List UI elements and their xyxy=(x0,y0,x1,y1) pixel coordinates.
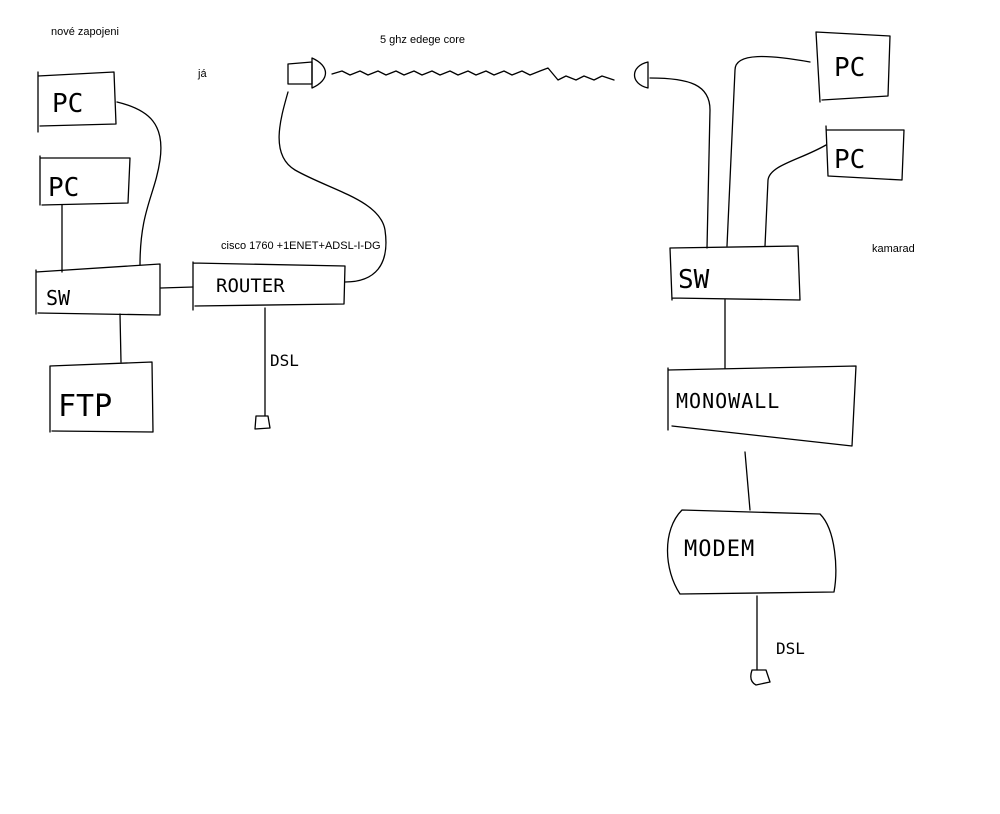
ftp-server: FTP xyxy=(49,361,154,433)
right-pc-1-label: PC xyxy=(834,53,865,83)
right-pc-2-label: PC xyxy=(834,145,865,175)
wireless-link-line xyxy=(331,67,615,81)
right-pc-2: PC xyxy=(825,125,905,181)
left-pc-1: PC xyxy=(37,71,117,133)
link-monowall-modem xyxy=(744,451,751,511)
left-dsl-label: DSL xyxy=(270,351,299,370)
right-switch: SW xyxy=(669,245,801,301)
ftp-server-label: FTP xyxy=(58,389,112,424)
left-antenna xyxy=(287,57,327,89)
link-antenna-right-switch xyxy=(649,77,711,249)
link-pc1-right-switch xyxy=(726,55,811,247)
router: ROUTER xyxy=(192,261,346,311)
link-router-antenna xyxy=(278,91,387,283)
modem: MODEM xyxy=(666,509,837,595)
right-dsl-connector xyxy=(750,669,771,686)
diagram-title: nové zapojeni xyxy=(51,26,119,38)
right-dsl-label: DSL xyxy=(776,639,805,658)
left-pc-1-label: PC xyxy=(52,89,83,119)
label-wireless-link: 5 ghz edege core xyxy=(380,34,466,46)
link-pc2-right-switch xyxy=(764,144,827,247)
link-switch-router xyxy=(160,286,194,289)
left-switch: SW xyxy=(35,263,161,316)
left-pc-2-label: PC xyxy=(48,173,79,203)
right-pc-1: PC xyxy=(815,31,891,103)
right-switch-label: SW xyxy=(678,265,710,295)
left-dsl-connector xyxy=(254,415,271,430)
label-router-model: cisco 1760 +1ENET+ADSL-I-DG xyxy=(221,240,381,252)
monowall-label: MONOWALL xyxy=(676,389,780,413)
left-switch-label: SW xyxy=(46,286,71,310)
label-kamarad: kamarad xyxy=(872,243,915,255)
link-switch-ftp xyxy=(119,313,122,363)
modem-label: MODEM xyxy=(684,537,755,562)
label-ja: já xyxy=(198,68,207,80)
link-pc1-switch xyxy=(116,101,162,266)
right-antenna xyxy=(633,61,649,89)
monowall-firewall: MONOWALL xyxy=(667,365,857,447)
left-pc-2: PC xyxy=(39,155,131,206)
router-label: ROUTER xyxy=(216,275,285,297)
